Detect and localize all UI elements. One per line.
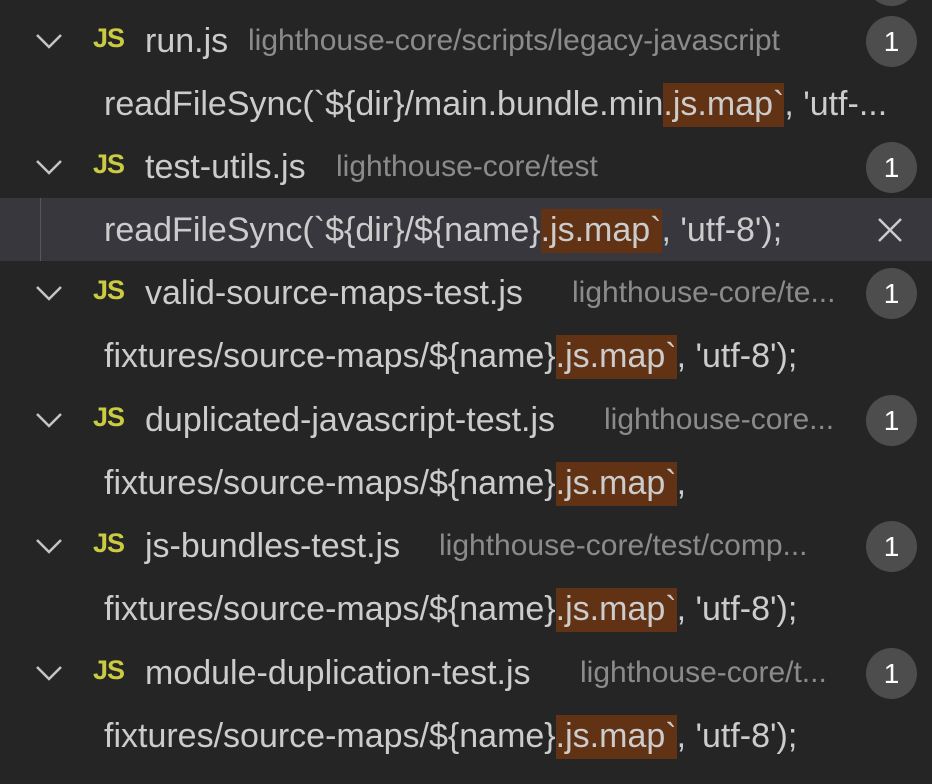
chevron-down-icon[interactable]: [34, 281, 64, 305]
file-result-row[interactable]: JS run.js lighthouse-core/scripts/legacy…: [0, 9, 932, 72]
match-highlight: .js.map`: [663, 82, 785, 127]
match-text-after: ,: [676, 463, 687, 502]
match-highlight: .js.map`: [555, 461, 677, 506]
javascript-file-icon: JS: [93, 527, 125, 558]
partial-count-badge: [866, 0, 917, 6]
match-text-before: fixtures/source-maps/${name}: [104, 589, 556, 628]
match-row[interactable]: fixtures/source-maps/${name}.js.map`, 'u…: [0, 577, 932, 640]
file-path: lighthouse-core/te...: [572, 275, 836, 309]
file-name: run.js: [145, 21, 229, 60]
match-text-after: , 'utf-8');: [676, 589, 798, 628]
file-result-row[interactable]: JS test-utils.js lighthouse-core/test 1: [0, 135, 932, 198]
match-text-after: , 'utf-8');: [676, 716, 798, 755]
file-name: duplicated-javascript-test.js: [145, 400, 556, 439]
chevron-down-icon[interactable]: [34, 408, 64, 432]
match-count-badge: 1: [866, 267, 917, 319]
match-count-badge: 1: [866, 394, 917, 446]
indent-guide: [40, 198, 41, 261]
match-highlight: .js.map`: [555, 587, 677, 632]
match-highlight: .js.map`: [555, 714, 677, 759]
javascript-file-icon: JS: [93, 401, 125, 432]
match-text-before: fixtures/source-maps/${name}: [104, 716, 556, 755]
chevron-down-icon[interactable]: [34, 29, 64, 53]
chevron-down-icon[interactable]: [34, 534, 64, 558]
file-result-row[interactable]: JS js-bundles-test.js lighthouse-core/te…: [0, 514, 932, 577]
file-path: lighthouse-core...: [604, 402, 835, 436]
match-text-after: , 'utf-8');: [676, 336, 798, 375]
file-path: lighthouse-core/scripts/legacy-javascrip…: [248, 23, 780, 57]
match-text-after: , 'utf-8');: [661, 210, 783, 249]
match-text: fixtures/source-maps/${name}.js.map`, 'u…: [104, 587, 798, 632]
match-text-before: readFileSync(`${dir}/${name}: [104, 210, 541, 249]
javascript-file-icon: JS: [93, 274, 125, 305]
javascript-file-icon: JS: [93, 22, 125, 53]
chevron-down-icon[interactable]: [34, 155, 64, 179]
match-row[interactable]: fixtures/source-maps/${name}.js.map`, 'u…: [0, 324, 932, 387]
match-highlight: .js.map`: [540, 208, 662, 253]
match-count-badge: 1: [866, 647, 917, 699]
match-text: fixtures/source-maps/${name}.js.map`, 'u…: [104, 714, 798, 759]
match-row[interactable]: fixtures/source-maps/${name}.js.map`,: [0, 451, 932, 514]
match-count-badge: 1: [866, 15, 917, 67]
match-row-selected[interactable]: readFileSync(`${dir}/${name}.js.map`, 'u…: [0, 198, 932, 261]
chevron-down-icon[interactable]: [34, 661, 64, 685]
javascript-file-icon: JS: [93, 148, 125, 179]
match-row[interactable]: readFileSync(`${dir}/main.bundle.min.js.…: [0, 72, 932, 135]
match-row[interactable]: fixtures/source-maps/${name}.js.map`, 'u…: [0, 704, 932, 767]
match-text: readFileSync(`${dir}/main.bundle.min.js.…: [104, 82, 888, 127]
file-result-row[interactable]: JS duplicated-javascript-test.js lightho…: [0, 388, 932, 451]
match-highlight: .js.map`: [555, 334, 677, 379]
file-name: js-bundles-test.js: [145, 526, 401, 565]
match-text-before: readFileSync(`${dir}/main.bundle.min: [104, 84, 664, 123]
file-result-row[interactable]: JS module-duplication-test.js lighthouse…: [0, 641, 932, 704]
match-text-before: fixtures/source-maps/${name}: [104, 336, 556, 375]
file-name: module-duplication-test.js: [145, 653, 531, 692]
file-path: lighthouse-core/test/comp...: [439, 528, 808, 562]
match-count-badge: 1: [866, 520, 917, 572]
close-icon[interactable]: [876, 216, 904, 244]
match-text-before: fixtures/source-maps/${name}: [104, 463, 556, 502]
file-path: lighthouse-core/t...: [580, 655, 827, 689]
match-text-after: , 'utf-...: [784, 84, 888, 123]
file-name: test-utils.js: [145, 147, 306, 186]
match-text: fixtures/source-maps/${name}.js.map`, 'u…: [104, 334, 798, 379]
file-result-row[interactable]: JS valid-source-maps-test.js lighthouse-…: [0, 261, 932, 324]
match-text: fixtures/source-maps/${name}.js.map`,: [104, 461, 687, 506]
match-count-badge: 1: [866, 141, 917, 193]
match-text: readFileSync(`${dir}/${name}.js.map`, 'u…: [104, 208, 783, 253]
file-path: lighthouse-core/test: [336, 149, 598, 183]
javascript-file-icon: JS: [93, 654, 125, 685]
file-name: valid-source-maps-test.js: [145, 273, 523, 312]
